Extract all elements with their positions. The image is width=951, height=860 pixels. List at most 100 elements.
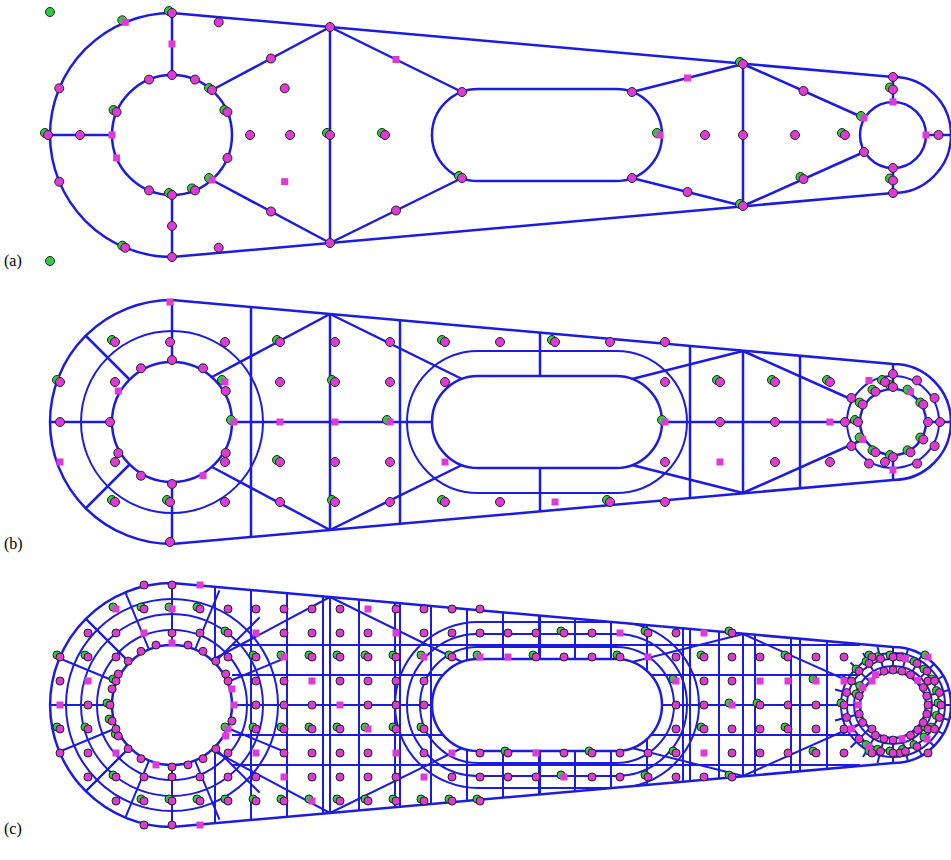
mesh-node [924,749,932,757]
mesh-node [560,749,568,757]
mesh-node [212,745,220,753]
mesh-node [448,653,456,661]
mesh-ring [407,634,687,776]
mesh-node-square [442,459,449,466]
mesh-node [364,629,372,637]
mesh-node [420,629,428,637]
mesh-node [672,653,680,661]
mesh-node [228,717,236,725]
mesh-node [728,749,736,757]
hole-boundary [860,389,926,455]
mesh-node [336,749,344,757]
mesh-node [420,797,428,805]
mesh-node [476,773,484,781]
mesh-node [532,773,540,781]
mesh-node [588,653,596,661]
mesh-node [683,188,692,197]
mesh-edge [250,292,253,552]
mesh-node [799,175,808,184]
mesh-node [771,418,780,427]
mesh-node [114,732,122,740]
mesh-node [560,629,568,637]
mesh-node [860,148,869,157]
mesh-node [919,400,928,409]
mesh-node-square [899,735,906,742]
mesh-node [441,498,450,507]
mesh-node [56,378,65,387]
mesh-node-square [813,678,820,685]
mesh-node-square [645,654,652,661]
mesh-node [308,653,316,661]
mesh-node [280,797,288,805]
mesh-node [889,73,898,82]
mesh-node [196,605,204,613]
mesh-node [588,749,596,757]
mesh-node-square [277,419,284,426]
mesh-node [448,605,456,613]
mesh-node-square [617,630,624,637]
mesh-node [392,206,401,215]
mesh-node [701,131,710,140]
mesh-node [386,498,395,507]
mesh-lines [48,292,951,552]
mesh-node [392,653,400,661]
mesh-node [931,677,939,685]
mesh-node [441,338,450,347]
mesh-node [364,653,372,661]
mesh-node [166,338,175,347]
mesh-node [739,202,748,211]
mesh-node-square [152,761,159,768]
hole-boundary [112,362,232,482]
mesh-node [881,378,890,387]
mesh-node [756,653,764,661]
mesh-node [661,498,670,507]
mesh-node [168,629,176,637]
mesh-node [168,191,177,200]
mesh-node [224,629,232,637]
mesh-node [420,725,428,733]
mesh-node-square [449,750,456,757]
mesh-node [441,378,450,387]
mesh-node [606,338,615,347]
mesh-node-square [253,750,260,757]
mesh-node [286,131,295,140]
mesh-node-square [387,419,394,426]
mesh-node [843,713,851,721]
mesh-edge [232,764,860,766]
mesh-node [196,629,204,637]
mesh-edge [689,292,692,552]
mesh-node [326,23,335,32]
mesh-edge [212,597,330,660]
mesh-node [841,131,850,140]
mesh-node [111,338,120,347]
mesh-node-square [421,654,428,661]
mesh-lines [48,13,951,257]
mesh-ring [841,653,945,757]
mesh-node [504,773,512,781]
mesh-node [364,701,372,709]
mesh-node [496,338,505,347]
mesh-node [934,131,943,140]
mesh-node [221,387,230,396]
mesh-node-square [561,774,568,781]
mesh-node [386,378,395,387]
mesh-edge [826,575,828,835]
mesh-ring [395,622,699,788]
mesh-node-square [200,472,207,479]
mesh-node-square [421,774,428,781]
mesh-node [111,458,120,467]
mesh-node [392,677,400,685]
mesh-node [145,75,154,84]
mesh-node-square [505,654,512,661]
mesh-node-square [281,654,288,661]
mesh-node [606,498,615,507]
outer-boundary [50,13,951,257]
mesh-node [756,749,764,757]
mesh-node [199,364,208,373]
mesh-node [931,725,939,733]
mesh-node-square [657,132,664,139]
mesh-node [616,773,624,781]
mesh-node [168,222,177,231]
mesh-node [145,186,154,195]
